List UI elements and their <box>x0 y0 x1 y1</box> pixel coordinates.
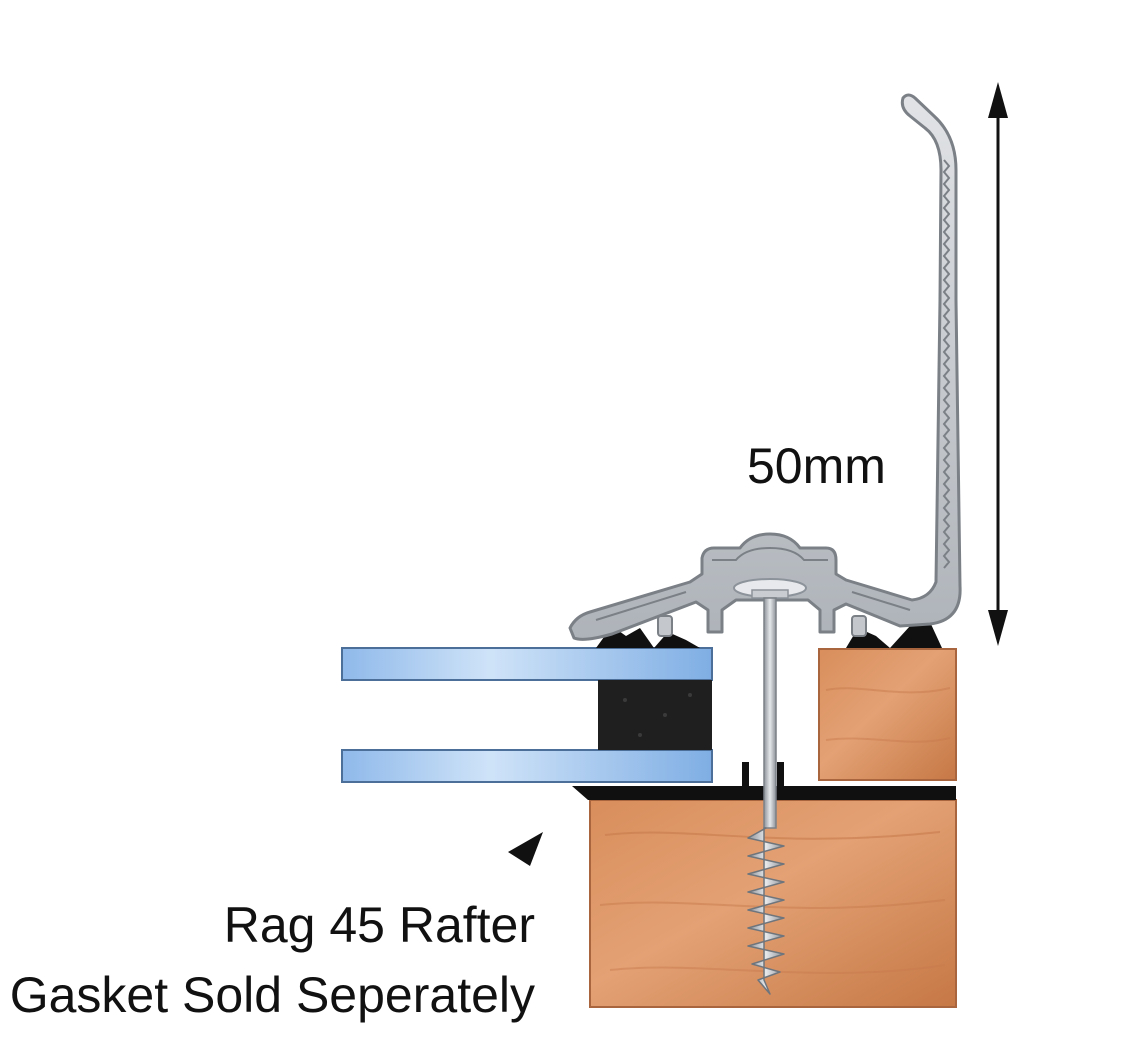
screw-head <box>751 589 789 599</box>
callout-pointer-icon <box>508 832 543 866</box>
callout-line-2: Gasket Sold Seperately <box>10 967 535 1023</box>
upstand-timber <box>818 648 957 781</box>
dimension-arrow <box>988 82 1008 646</box>
screw-thread <box>747 827 785 995</box>
rafter-gasket <box>572 762 956 800</box>
glass-spacer <box>598 680 712 750</box>
inner-glass-pane <box>341 749 713 783</box>
fixing-screw <box>733 578 807 995</box>
outer-glass-pane <box>341 647 713 681</box>
screw-shank <box>763 597 777 829</box>
dimension-label: 50mm <box>747 438 886 494</box>
aluminium-glazing-bar <box>568 93 962 641</box>
glazing-unit <box>341 647 713 783</box>
callout-line-1: Rag 45 Rafter <box>224 897 535 953</box>
